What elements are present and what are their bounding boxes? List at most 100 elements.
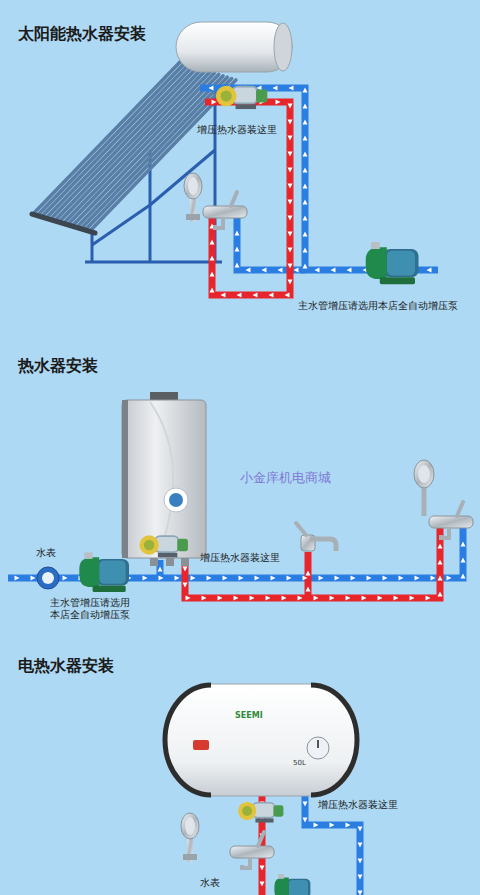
flow-arrow (362, 596, 367, 601)
flow-arrow (276, 100, 281, 105)
gas-water-heater (150, 558, 158, 566)
flow-arrow (303, 136, 308, 141)
flow-arrow (288, 280, 293, 285)
electric-water-heater (317, 740, 319, 748)
flow-arrow (221, 293, 226, 298)
flow-arrow (303, 200, 308, 205)
capacity-label: 50L (293, 760, 306, 768)
mixer-faucet (203, 192, 247, 228)
section-heading: 太阳能热水器安装 (18, 24, 146, 43)
flow-arrow (288, 152, 293, 157)
cold-pipe (237, 218, 305, 270)
gas-water-heater (164, 488, 188, 512)
flow-arrow (260, 866, 265, 871)
gas-water-heater (169, 493, 183, 507)
gas-water-heater (122, 400, 128, 558)
vacuum-tubes (78, 76, 223, 226)
mixer-faucet (242, 858, 250, 868)
vacuum-tubes (69, 73, 214, 223)
flow-arrow (415, 576, 420, 581)
vacuum-tubes (74, 75, 219, 225)
hand-shower (184, 173, 202, 222)
flow-arrow (303, 248, 308, 253)
water-pipes (8, 88, 463, 895)
flow-arrow (330, 596, 335, 601)
cold-pipe (200, 88, 438, 270)
mixer-faucet (258, 832, 264, 846)
flow-arrow (191, 576, 196, 581)
main-pump (366, 242, 419, 284)
flow-arrow (319, 576, 324, 581)
pump-note: 主水管增压请选用本店全自动增压泵 (298, 300, 458, 312)
solar-frame (92, 205, 150, 245)
flow-arrow (410, 596, 415, 601)
flow-arrow (346, 823, 351, 828)
flow-arrow (347, 268, 352, 273)
flow-arrow (399, 576, 404, 581)
flow-arrow (288, 104, 293, 109)
flow-arrow (186, 596, 191, 601)
electric-water-heater (165, 685, 211, 795)
electric-water-heater (165, 684, 357, 796)
flow-arrow (285, 293, 290, 298)
cold-pipe (8, 528, 463, 578)
flow-arrow (288, 120, 293, 125)
flow-arrow (438, 576, 443, 581)
gas-water-heater (122, 392, 206, 566)
flow-arrow (235, 247, 240, 252)
flow-arrow (438, 592, 443, 597)
flow-arrow (331, 268, 336, 273)
booster-pump (139, 535, 188, 557)
flow-arrow (210, 256, 215, 261)
flow-arrow (358, 843, 363, 848)
flow-arrow (351, 576, 356, 581)
flow-arrow (210, 240, 215, 245)
flow-arrows (15, 86, 466, 895)
hand-shower (414, 460, 434, 488)
flow-arrow (303, 104, 308, 109)
flow-arrow (253, 293, 258, 298)
flow-arrow (255, 576, 260, 581)
flow-arrow (246, 268, 251, 273)
mixer-faucet (429, 516, 473, 528)
tap (310, 539, 336, 551)
flow-arrow (394, 596, 399, 601)
part-label: 水表 (36, 547, 56, 559)
flow-arrow (282, 596, 287, 601)
flow-arrow (426, 596, 431, 601)
hand-shower (184, 173, 202, 199)
flow-arrow (235, 231, 240, 236)
section-heading: 热水器安装 (18, 356, 98, 375)
flow-arrow (210, 288, 215, 293)
solar-tank (176, 22, 292, 72)
flow-arrow (183, 583, 188, 588)
booster-pump (216, 86, 267, 109)
hand-shower (186, 214, 200, 220)
electric-water-heater (193, 740, 209, 750)
mixer-faucet (429, 502, 473, 538)
flow-arrow (289, 86, 294, 91)
mixer-faucet (441, 528, 449, 538)
hand-shower (183, 854, 197, 860)
electric-water-heater (165, 684, 357, 796)
hand-shower (418, 465, 430, 483)
flow-arrow (330, 823, 335, 828)
flow-arrow (288, 200, 293, 205)
flow-arrow (367, 576, 372, 581)
flow-arrow (303, 184, 308, 189)
flow-arrow (461, 542, 466, 547)
flow-arrow (303, 264, 308, 269)
flow-arrow (294, 268, 299, 273)
water-meter (42, 572, 54, 584)
flow-arrow (346, 596, 351, 601)
flow-arrow (306, 571, 311, 576)
flow-arrow (427, 268, 432, 273)
flow-arrow (262, 268, 267, 273)
flow-arrow (298, 596, 303, 601)
flow-arrow (438, 544, 443, 549)
flow-arrow (288, 184, 293, 189)
flow-arrow (358, 859, 363, 864)
flow-arrow (31, 576, 36, 581)
solar-tank (274, 23, 292, 71)
